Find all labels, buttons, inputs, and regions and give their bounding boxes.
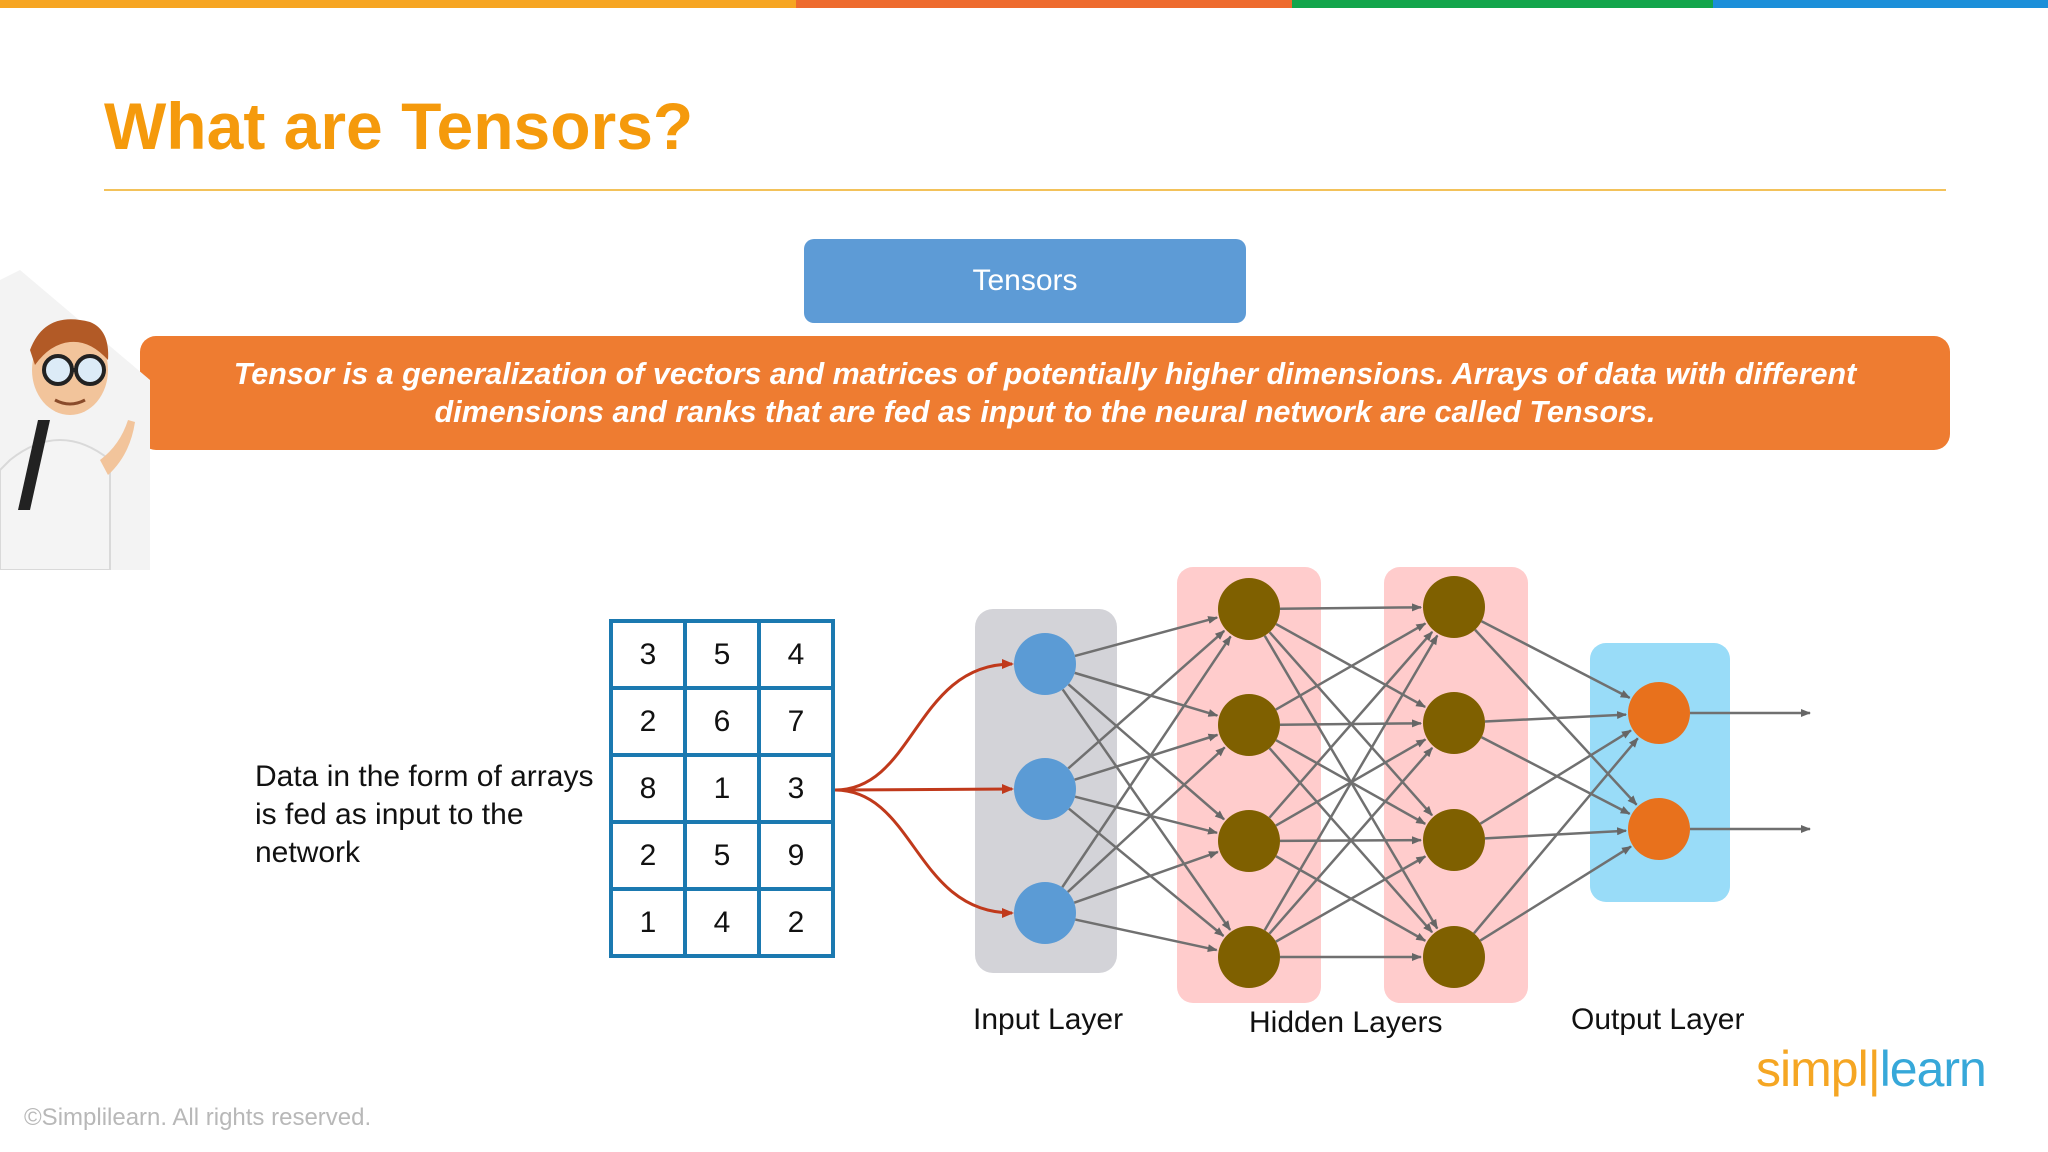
matrix-cell: 7: [757, 686, 835, 757]
connection-arrow: [1472, 737, 1639, 935]
connection-arrow: [1480, 620, 1631, 699]
hidden-node: [1423, 926, 1485, 988]
input-layer-label: Input Layer: [973, 1003, 1124, 1036]
input-feed-arrow: [834, 784, 1014, 795]
connection-arrow: [1061, 635, 1232, 888]
matrix-cell: 2: [757, 887, 835, 958]
connection-arrow: [1275, 622, 1427, 711]
definition-box: Tensor is a generalization of vectors an…: [140, 336, 1950, 450]
connection-arrow: [1275, 855, 1427, 943]
matrix-cell: 4: [683, 887, 761, 958]
connection-arrow: [1061, 688, 1232, 931]
connection-arrow: [1268, 746, 1434, 935]
hidden-node: [1423, 692, 1485, 754]
matrix-cell: 3: [757, 753, 835, 824]
hidden-node: [1218, 926, 1280, 988]
input-node: [1014, 882, 1076, 944]
input-feed-arrow: [834, 659, 1014, 792]
output-layer-panel: [1590, 643, 1730, 902]
input-node: [1014, 758, 1076, 820]
matrix-cell: 1: [609, 887, 687, 958]
input-node: [1014, 633, 1076, 695]
hidden-node: [1423, 809, 1485, 871]
title-divider: [104, 189, 1946, 191]
connection-arrow: [1074, 616, 1219, 658]
matrix-cell: 5: [683, 619, 761, 690]
slide-title: What are Tensors?: [104, 89, 694, 163]
hidden-layer-2-panel: [1384, 567, 1528, 1003]
copyright-text: ©Simplilearn. All rights reserved.: [24, 1104, 372, 1131]
matrix-cell: 9: [757, 820, 835, 891]
presenter-illustration: [0, 270, 150, 570]
matrix-cell: 4: [757, 619, 835, 690]
simplilearn-logo: simpl|learn: [1756, 1041, 1987, 1097]
matrix-cell: 2: [609, 820, 687, 891]
connection-arrow: [1479, 729, 1632, 825]
connection-arrow: [1066, 746, 1226, 893]
connection-arrow: [1480, 736, 1631, 815]
input-feed-arrow: [834, 788, 1014, 918]
matrix-cell: 3: [609, 619, 687, 690]
top-color-bar: [0, 0, 2048, 8]
connection-arrow: [1067, 629, 1226, 770]
connection-arrow: [1074, 733, 1219, 781]
matrix-cell: 1: [683, 753, 761, 824]
connection-arrow: [1479, 845, 1632, 942]
hidden-node: [1218, 694, 1280, 756]
matrix-cell: 6: [683, 686, 761, 757]
output-layer-label: Output Layer: [1571, 1003, 1745, 1036]
matrix-cell: 2: [609, 686, 687, 757]
connection-arrow: [1484, 711, 1628, 723]
connection-arrow: [1074, 795, 1218, 835]
connection-arrow: [1068, 807, 1225, 937]
connection-arrow: [1279, 603, 1423, 612]
hidden-layers-label: Hidden Layers: [1249, 1006, 1443, 1039]
matrix-cell: 5: [683, 820, 761, 891]
output-node: [1628, 798, 1690, 860]
tensors-box: Tensors: [804, 239, 1246, 323]
output-node: [1628, 682, 1690, 744]
input-caption: Data in the form of arrays is fed as inp…: [255, 760, 594, 869]
connection-arrow: [1073, 850, 1219, 904]
connection-arrow: [1268, 630, 1434, 819]
connection-arrow: [1075, 918, 1218, 953]
hidden-node: [1423, 576, 1485, 638]
connection-arrow: [1263, 634, 1439, 931]
matrix-cell: 8: [609, 753, 687, 824]
connection-arrow: [1067, 683, 1225, 821]
hidden-node: [1218, 578, 1280, 640]
connection-arrow: [1074, 671, 1219, 717]
hidden-node: [1218, 810, 1280, 872]
